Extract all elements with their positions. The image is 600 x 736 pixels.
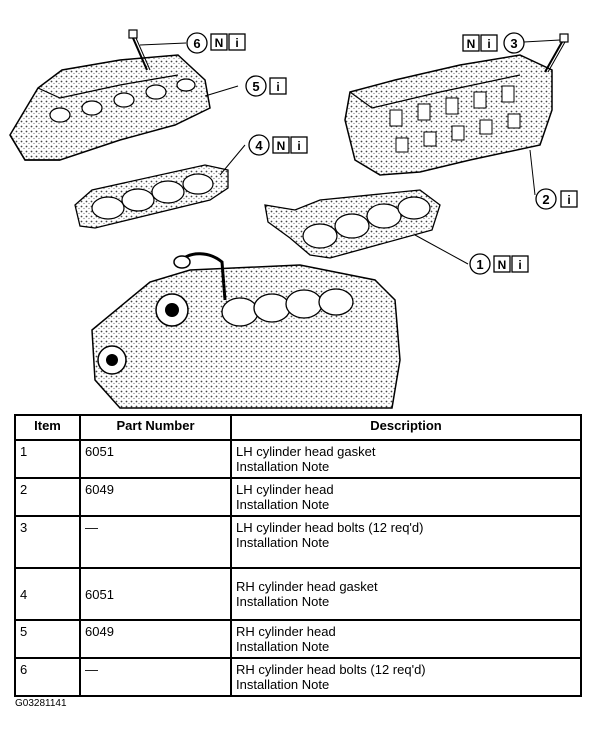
cell-item: 2 [14, 477, 81, 517]
column-header-item: Item [14, 414, 81, 441]
callout-6-number: 6 [193, 36, 200, 51]
callout-2-number: 2 [542, 192, 549, 207]
table-header-row: Item Part Number Description [14, 414, 582, 441]
installation-note-link[interactable]: Installation Note [236, 535, 330, 550]
cell-part-number: 6051 [79, 439, 232, 479]
description-text: LH cylinder head gasket [236, 444, 376, 459]
cell-description: RH cylinder head bolts (12 req'd) Instal… [230, 657, 582, 697]
cell-part-number: — [79, 657, 232, 697]
callout-6: 6 N i [186, 32, 246, 54]
callout-6-n-badge: N [215, 36, 224, 50]
callout-3-n-badge: N [467, 37, 476, 51]
table-row: 1 6051 LH cylinder head gasket Installat… [14, 439, 582, 479]
callout-4-n-badge: N [277, 139, 286, 153]
column-header-part-number: Part Number [79, 414, 232, 441]
engine-block [91, 252, 401, 409]
rh-cylinder-head-gasket [74, 164, 229, 229]
column-header-description: Description [230, 414, 582, 441]
callout-5: 5 i [245, 75, 287, 97]
callout-3-number: 3 [510, 36, 517, 51]
cell-description: LH cylinder head Installation Note [230, 477, 582, 517]
lh-cylinder-head [344, 54, 553, 176]
callout-1-n-badge: N [498, 258, 507, 272]
description-text: RH cylinder head [236, 624, 336, 639]
cell-item: 5 [14, 619, 81, 659]
cell-part-number: 6049 [79, 477, 232, 517]
callout-5-info-badge: i [276, 80, 279, 94]
cell-part-number: — [79, 515, 232, 569]
lh-cylinder-head-bolt [544, 33, 569, 73]
cell-part-number: 6051 [79, 567, 232, 621]
callout-5-number: 5 [252, 79, 259, 94]
table-row: 5 6049 RH cylinder head Installation Not… [14, 619, 582, 659]
description-text: LH cylinder head [236, 482, 334, 497]
cell-description: RH cylinder head Installation Note [230, 619, 582, 659]
cell-description: LH cylinder head gasket Installation Not… [230, 439, 582, 479]
table-row: 6 — RH cylinder head bolts (12 req'd) In… [14, 657, 582, 697]
installation-note-link[interactable]: Installation Note [236, 677, 330, 692]
description-text: LH cylinder head bolts (12 req'd) [236, 520, 424, 535]
callout-6-info-badge: i [235, 36, 238, 50]
parts-table: Item Part Number Description 1 6051 LH c… [14, 414, 582, 697]
cell-item: 4 [14, 567, 81, 621]
figure-id: G03281141 [15, 698, 67, 709]
table-row: 2 6049 LH cylinder head Installation Not… [14, 477, 582, 517]
rh-cylinder-head-bolt [128, 29, 151, 71]
callout-1-info-badge: i [518, 258, 521, 272]
rh-cylinder-head [9, 54, 211, 161]
description-text: RH cylinder head gasket [236, 579, 378, 594]
installation-note-link[interactable]: Installation Note [236, 497, 330, 512]
installation-note-link[interactable]: Installation Note [236, 639, 330, 654]
cell-description: RH cylinder head gasket Installation Not… [230, 567, 582, 621]
installation-note-link[interactable]: Installation Note [236, 459, 330, 474]
cell-item: 3 [14, 515, 81, 569]
callout-3: N i 3 [462, 32, 525, 54]
callout-4: 4 N i [248, 134, 308, 156]
callout-3-info-badge: i [487, 37, 490, 51]
cell-part-number: 6049 [79, 619, 232, 659]
table-row: 3 — LH cylinder head bolts (12 req'd) In… [14, 515, 582, 569]
callout-2: 2 i [535, 188, 578, 210]
callout-4-number: 4 [255, 138, 263, 153]
lh-cylinder-head-gasket [264, 189, 441, 259]
cell-item: 1 [14, 439, 81, 479]
exploded-view-diagram: 6 N i 5 i 4 N i N i 3 2 i 1 [9, 29, 578, 409]
installation-note-link[interactable]: Installation Note [236, 594, 330, 609]
callout-2-info-badge: i [567, 193, 570, 207]
callout-4-info-badge: i [297, 139, 300, 153]
callout-1: 1 N i [469, 253, 529, 275]
table-row: 4 6051 RH cylinder head gasket Installat… [14, 567, 582, 621]
cell-item: 6 [14, 657, 81, 697]
cell-description: LH cylinder head bolts (12 req'd) Instal… [230, 515, 582, 569]
description-text: RH cylinder head bolts (12 req'd) [236, 662, 426, 677]
callout-1-number: 1 [476, 257, 483, 272]
